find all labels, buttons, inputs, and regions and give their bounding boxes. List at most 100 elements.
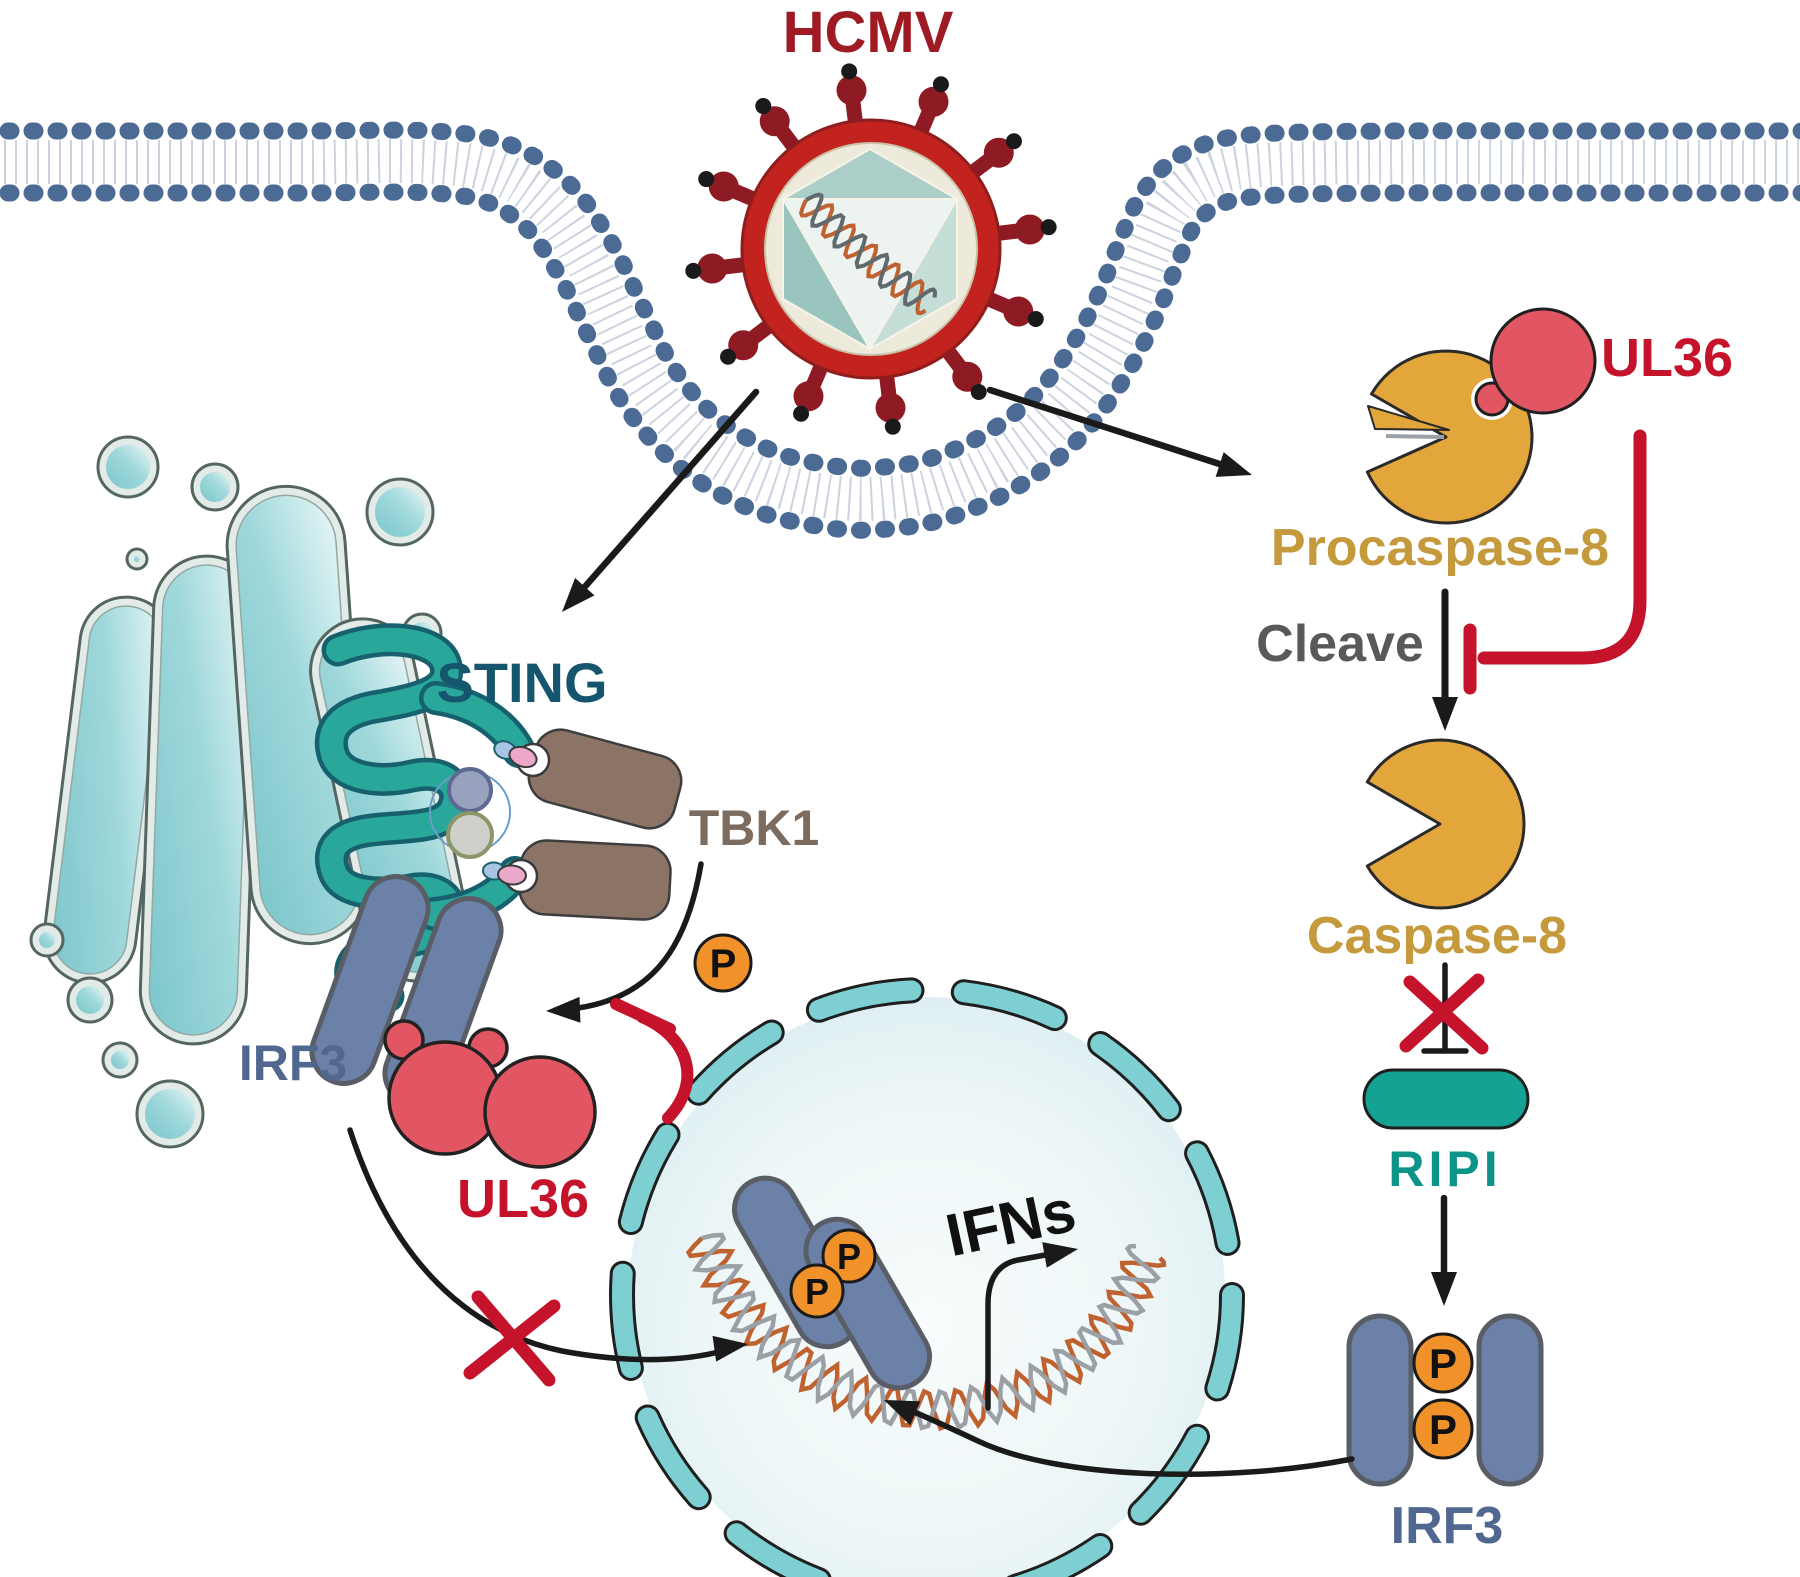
spike-tip	[970, 383, 987, 400]
hcmv-label: HCMV	[783, 0, 954, 65]
golgi-stack	[29, 435, 471, 1149]
spike-tip	[793, 405, 810, 422]
tbk1-label: TBK1	[689, 800, 820, 856]
dna-strand	[691, 1232, 1162, 1431]
nucleus: P P	[609, 977, 1245, 1577]
phospho-label: P	[1429, 1340, 1457, 1387]
ripi-protein	[1362, 1068, 1530, 1130]
labels: HCMV STING TBK1 IRF3 UL36 UL36 Procaspas…	[239, 0, 1733, 1555]
vesicle-lumen	[375, 487, 425, 537]
spike-tip	[698, 171, 715, 188]
tbk1-dimer	[429, 728, 683, 921]
spike-tip	[685, 262, 702, 279]
ligand-cgamp-icon	[447, 767, 493, 813]
vesicle-lumen	[200, 472, 230, 502]
nuclear-dna-icon	[685, 1232, 1167, 1432]
ul36-protein-left	[383, 1019, 597, 1169]
irf3-bar	[309, 874, 431, 1086]
nucleus-body	[629, 997, 1225, 1577]
ul36-left-label: UL36	[457, 1169, 589, 1229]
vesicle-lumen	[106, 445, 150, 489]
dna-strand	[798, 199, 927, 316]
hcmv-virion	[685, 63, 1057, 435]
spike-tip	[720, 348, 737, 365]
arrowhead-icon	[1431, 1272, 1457, 1306]
golgi-cisterna	[138, 554, 262, 1046]
lipid-tails	[0, 139, 1800, 522]
ul36-body	[1489, 307, 1597, 415]
blocked-x-icon	[1399, 973, 1489, 1055]
sting-tail-tip	[508, 745, 538, 769]
arrowhead-icon	[1215, 452, 1252, 477]
spike-knob	[697, 253, 728, 284]
cleavage-site-line	[1385, 434, 1445, 439]
phospho-icon	[1412, 1332, 1474, 1394]
spike-knob	[793, 381, 824, 412]
spike-knob	[1003, 296, 1034, 327]
ligand-cgamp-icon	[446, 811, 494, 859]
arrowhead-icon	[546, 996, 581, 1023]
irf3-left-label: IRF3	[239, 1035, 347, 1091]
irf3-right-label: IRF3	[1391, 1497, 1504, 1555]
spike-tip	[932, 76, 949, 93]
irf3-right-to-nucleus-arrow	[899, 1404, 1355, 1478]
spike-tip	[841, 63, 858, 80]
arrowhead-icon	[562, 578, 595, 612]
tbk1-phospho-arrow	[575, 861, 704, 1011]
arrowhead-icon	[1432, 697, 1458, 731]
procaspase8-label: Procaspase-8	[1271, 519, 1609, 577]
phospho-label: P	[837, 1236, 861, 1277]
phospho-icon	[693, 933, 753, 993]
spike-tip	[1027, 310, 1044, 327]
irf3-bar	[1476, 1313, 1544, 1487]
cleave-label: Cleave	[1256, 615, 1424, 673]
ripi-label: RIPI	[1388, 1141, 1501, 1197]
tbk1-subunit	[518, 839, 672, 921]
sting-tail-tip	[497, 864, 527, 886]
ifns-transcription-arrow	[985, 1250, 1059, 1411]
lipid-heads	[0, 121, 1800, 477]
tbk1-subunit	[527, 728, 683, 830]
phospho-label: P	[805, 1271, 829, 1312]
irf3-to-nucleus-arrow	[347, 1127, 729, 1363]
phospho-icon	[821, 1228, 877, 1284]
spike-tip	[1040, 219, 1057, 236]
spike-knob	[759, 106, 790, 137]
vesicle-lumen	[111, 1051, 129, 1069]
plasma-membrane	[0, 121, 1800, 539]
arrowhead-icon	[1042, 1242, 1078, 1268]
nuclear-envelope	[612, 980, 1242, 1577]
caspase-body	[1365, 738, 1526, 910]
spike-knob	[918, 86, 949, 117]
ul36-right-label: UL36	[1601, 328, 1733, 388]
vesicles	[29, 435, 443, 1149]
spike-knob	[728, 330, 759, 361]
caspase8-icon	[1365, 738, 1526, 910]
arrows: P	[347, 386, 1458, 1478]
arrowhead-icon	[712, 1335, 748, 1362]
vesicle-lumen	[76, 986, 104, 1014]
phospho-label: P	[1429, 1406, 1457, 1453]
virus-to-procaspase-arrow	[986, 386, 1236, 472]
ul36-inhibition-line	[1477, 429, 1647, 665]
vesicle-lumen	[145, 1089, 195, 1139]
spike-knob	[836, 75, 867, 106]
caspase-pathway: P P	[1346, 307, 1647, 1487]
spike-knob	[708, 171, 739, 202]
ul36-inhibition-cap-left	[610, 998, 676, 1035]
sting-label: STING	[436, 651, 607, 714]
virus-to-sting-arrow	[571, 388, 760, 602]
spike-knob	[1014, 214, 1045, 245]
arrowhead-icon	[884, 1400, 921, 1426]
vesicle-lumen	[39, 932, 55, 948]
phospho-icon	[789, 1263, 845, 1319]
phospho-label: P	[710, 942, 737, 986]
spike-tip	[1005, 133, 1022, 150]
blocked-x-icon	[463, 1290, 561, 1387]
dna-strand	[685, 1236, 1167, 1432]
spike-tip	[755, 98, 772, 115]
spike-knob	[983, 137, 1014, 168]
lipid-heads	[0, 183, 1800, 539]
spike-knob	[952, 361, 983, 392]
